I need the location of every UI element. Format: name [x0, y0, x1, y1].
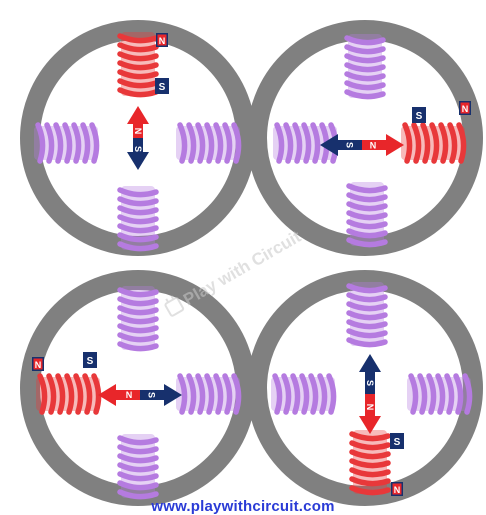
svg-text:N: N [159, 36, 166, 46]
coil-left [34, 125, 98, 161]
coil-left [271, 376, 335, 412]
magnet-s-label: S [345, 142, 355, 148]
motor-step-4: S N S N [247, 270, 483, 506]
coil-right-energized [401, 125, 465, 161]
magnet-s-label: S [147, 392, 157, 398]
magnet-n-label: N [365, 404, 375, 411]
watermark-text: Play with Circuit [180, 227, 304, 310]
badge-n: N [391, 482, 403, 496]
coil-right [407, 376, 471, 412]
rotor-magnet-arrow: N S [320, 134, 404, 156]
rotor-magnet-arrow: S N [359, 354, 381, 434]
coil-bottom [349, 182, 385, 246]
magnet-n-label: N [126, 390, 133, 400]
magnet-n-label: N [133, 128, 143, 135]
footer-url: www.playwithcircuit.com [151, 498, 335, 515]
svg-text:N: N [394, 485, 401, 495]
coil-top [120, 286, 156, 350]
svg-text:S: S [416, 111, 423, 122]
coil-right [176, 125, 240, 161]
coil-top [347, 34, 383, 98]
coil-bottom-energized [352, 430, 388, 494]
badge-s: S [390, 433, 404, 449]
coil-top [349, 282, 385, 346]
coil-right [176, 376, 240, 412]
svg-text:N: N [462, 104, 469, 114]
badge-n: N [156, 33, 168, 47]
badge-s: S [83, 352, 97, 368]
badge-s: S [412, 107, 426, 123]
coil-bottom [120, 186, 156, 250]
motor-step-1: N S N S [20, 20, 256, 256]
magnet-s-label: S [365, 380, 375, 386]
watermark-logo-icon [164, 295, 185, 317]
coil-top-energized [120, 32, 156, 96]
coil-left-energized [36, 376, 100, 412]
coil-bottom [120, 434, 156, 498]
rotor-magnet-arrow: N S [127, 106, 149, 170]
magnet-n-label: N [370, 141, 377, 151]
svg-text:S: S [394, 437, 401, 448]
badge-s: S [155, 78, 169, 94]
motor-step-3: N S N S [20, 270, 256, 506]
motor-step-2: S N N S [247, 20, 483, 256]
rotor-magnet-arrow: N S [98, 384, 182, 406]
badge-n: N [32, 357, 44, 371]
stator-ring [247, 270, 483, 506]
svg-text:S: S [159, 82, 166, 93]
badge-n: N [459, 101, 471, 115]
magnet-s-label: S [133, 146, 143, 152]
svg-text:S: S [87, 356, 94, 367]
svg-text:N: N [35, 360, 42, 370]
